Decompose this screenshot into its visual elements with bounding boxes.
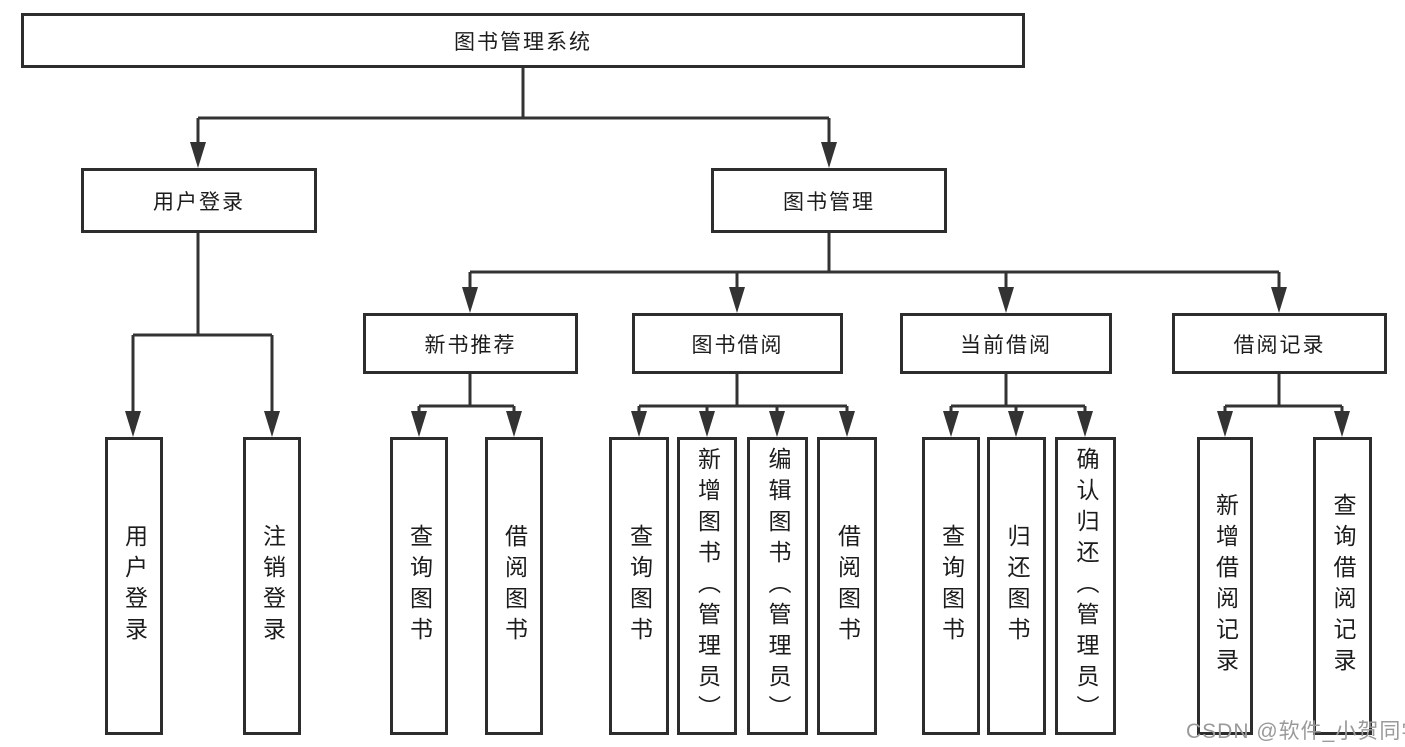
leaf-borrow-books: 借阅图书 [817,437,877,735]
leaf-query-books-recommend: 查询图书 [390,437,448,735]
node-borrowing-records: 借阅记录 [1172,313,1387,374]
leaf-user-login: 用户登录 [105,437,163,735]
node-new-book-recommendation: 新书推荐 [363,313,578,374]
leaf-logout: 注销登录 [243,437,301,735]
leaf-add-borrow-record: 新增借阅记录 [1197,437,1253,735]
leaf-add-books-admin: 新增图书（管理员） [677,437,737,735]
leaf-query-borrow-record: 查询借阅记录 [1313,437,1372,735]
node-user-login: 用户登录 [81,168,317,233]
csdn-watermark: CSDN @软件_小贺同学 [1186,720,1405,743]
leaf-confirm-return-admin: 确认归还（管理员） [1055,437,1116,735]
node-current-borrowing: 当前借阅 [900,313,1112,374]
node-book-management: 图书管理 [711,168,947,233]
leaf-return-books: 归还图书 [987,437,1046,735]
node-library-management-system: 图书管理系统 [21,13,1025,68]
leaf-query-books-borrowing: 查询图书 [609,437,669,735]
leaf-query-books-current: 查询图书 [922,437,980,735]
node-book-borrowing: 图书借阅 [632,313,843,374]
leaf-edit-books-admin: 编辑图书（管理员） [747,437,808,735]
leaf-borrow-books-recommend: 借阅图书 [485,437,543,735]
